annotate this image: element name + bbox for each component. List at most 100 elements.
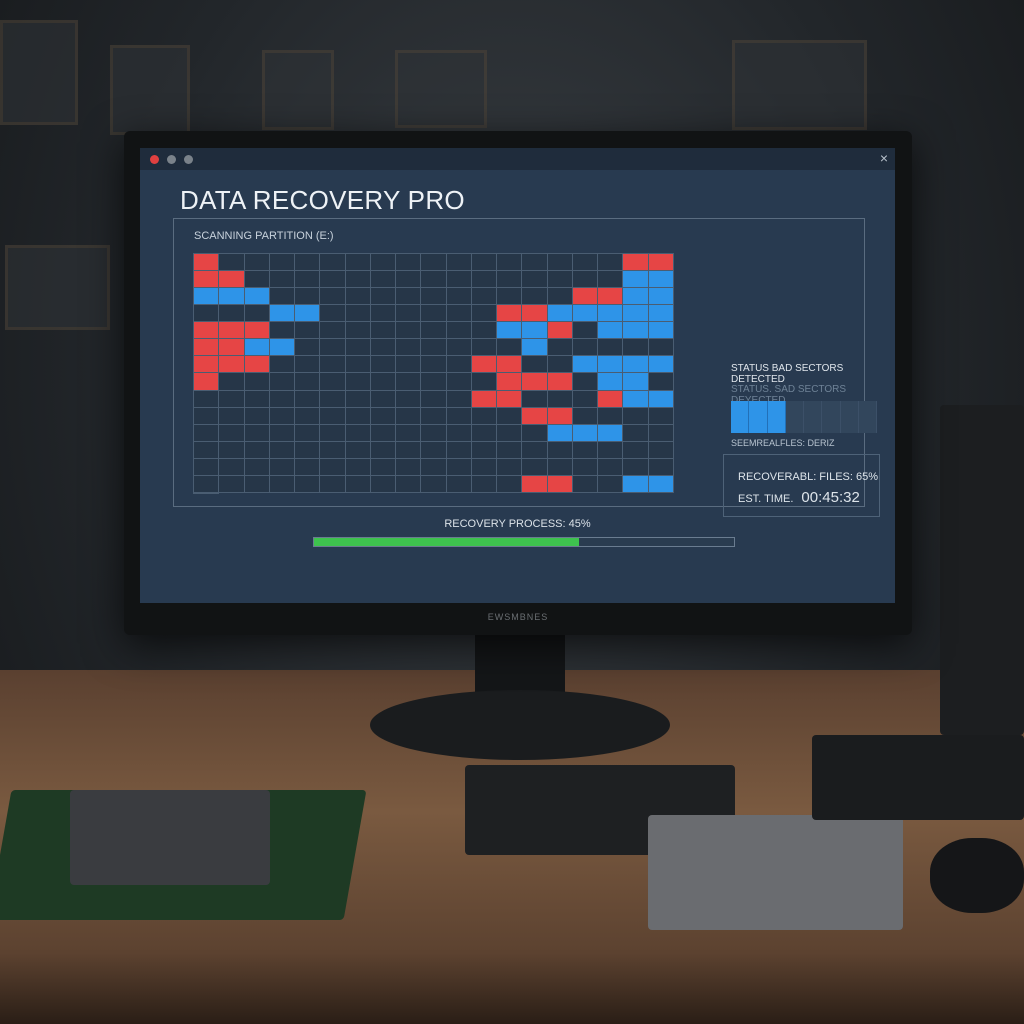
sector-empty <box>572 254 599 272</box>
sector-recovered <box>522 339 548 357</box>
sector-empty <box>269 390 296 408</box>
sector-empty <box>396 424 422 442</box>
sector-empty <box>396 322 422 340</box>
sector-empty <box>320 441 346 459</box>
sector-empty <box>421 254 447 272</box>
sector-empty <box>345 424 371 442</box>
sector-bad <box>648 254 674 272</box>
sector-empty <box>320 288 346 306</box>
sector-empty <box>623 458 649 476</box>
wall-picture <box>732 40 867 130</box>
sector-empty <box>396 407 422 425</box>
wall-picture <box>0 20 78 125</box>
sector-empty <box>648 441 674 459</box>
sector-empty <box>572 271 599 289</box>
sector-recovered <box>648 356 674 374</box>
sector-bad <box>547 475 573 493</box>
sector-empty <box>370 271 397 289</box>
sector-empty <box>345 305 371 323</box>
sector-empty <box>446 424 472 442</box>
sector-empty <box>446 458 472 476</box>
sector-bad <box>522 305 548 323</box>
minimize-dot-icon[interactable] <box>167 155 176 164</box>
sector-empty <box>295 322 321 340</box>
sector-empty <box>547 390 573 408</box>
sector-empty <box>446 254 472 272</box>
sector-bad <box>598 390 624 408</box>
sector-empty <box>421 271 447 289</box>
scan-label: SCANNING PARTITION (E:) <box>194 230 334 242</box>
sector-empty <box>497 254 523 272</box>
sector-empty <box>244 390 270 408</box>
sector-empty <box>497 424 523 442</box>
sector-empty <box>547 288 573 306</box>
sector-empty <box>244 305 270 323</box>
sector-bad <box>219 356 245 374</box>
sector-bad <box>497 390 523 408</box>
sector-empty <box>471 339 498 357</box>
sector-empty <box>370 339 397 357</box>
sector-empty <box>497 339 523 357</box>
sector-empty <box>219 458 245 476</box>
close-dot-icon[interactable] <box>150 155 159 164</box>
sector-empty <box>320 458 346 476</box>
status-bar-segment <box>749 401 768 433</box>
sector-recovered <box>648 322 674 340</box>
sector-empty <box>572 441 599 459</box>
sector-recovered <box>497 322 523 340</box>
status-bar-segment <box>804 401 823 433</box>
sector-empty <box>295 373 321 391</box>
sector-empty <box>244 475 270 493</box>
sector-recovered <box>598 424 624 442</box>
sector-empty <box>471 475 498 493</box>
sector-empty <box>421 322 447 340</box>
sector-empty <box>269 356 296 374</box>
sector-empty <box>522 271 548 289</box>
sector-recovered <box>598 322 624 340</box>
sector-empty <box>370 322 397 340</box>
sector-empty <box>471 322 498 340</box>
sector-empty <box>320 254 346 272</box>
sector-empty <box>370 390 397 408</box>
sector-empty <box>471 373 498 391</box>
wall-picture <box>395 50 487 128</box>
sector-recovered <box>269 305 296 323</box>
sector-recovered <box>648 305 674 323</box>
sector-empty <box>598 339 624 357</box>
sector-empty <box>219 305 245 323</box>
sector-empty <box>269 271 296 289</box>
sector-empty <box>471 288 498 306</box>
sector-empty <box>194 441 220 459</box>
sector-empty <box>345 441 371 459</box>
scan-panel: SCANNING PARTITION (E:) STATUS BAD SECTO… <box>173 218 880 517</box>
sector-recovered <box>598 305 624 323</box>
wall-picture <box>5 245 110 330</box>
sector-empty <box>522 390 548 408</box>
sector-empty <box>320 322 346 340</box>
close-icon[interactable]: × <box>879 150 888 166</box>
sector-empty <box>345 339 371 357</box>
sector-empty <box>446 475 472 493</box>
sector-bad <box>194 339 220 357</box>
sector-empty <box>295 390 321 408</box>
sector-empty <box>396 441 422 459</box>
sector-empty <box>295 441 321 459</box>
sector-recovered <box>572 356 599 374</box>
sector-empty <box>219 254 245 272</box>
sector-empty <box>320 305 346 323</box>
sector-empty <box>446 339 472 357</box>
sector-empty <box>194 424 220 442</box>
sector-empty <box>598 407 624 425</box>
sector-bad <box>219 339 245 357</box>
sector-empty <box>471 305 498 323</box>
sector-empty <box>446 390 472 408</box>
sector-empty <box>244 424 270 442</box>
sector-empty <box>244 458 270 476</box>
status-bar <box>731 401 877 433</box>
sector-empty <box>572 407 599 425</box>
sector-empty <box>598 441 624 459</box>
sector-empty <box>269 458 296 476</box>
maximize-dot-icon[interactable] <box>184 155 193 164</box>
pc-tower <box>940 405 1024 735</box>
sector-bad <box>244 322 270 340</box>
